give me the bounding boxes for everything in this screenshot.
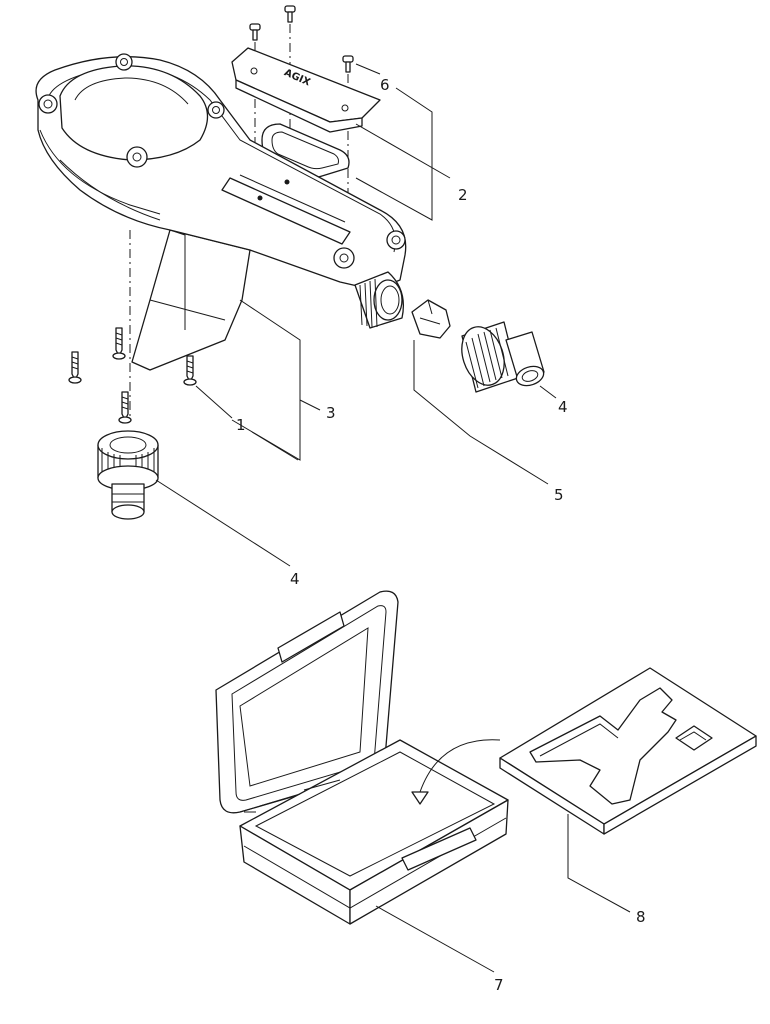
callout-8: 8	[636, 908, 646, 926]
foam-insert	[499, 667, 757, 835]
housing-thread-outlet	[354, 271, 405, 329]
side-screws	[68, 327, 197, 424]
screw-top-middle	[284, 5, 296, 23]
valve-insert	[411, 299, 451, 339]
callout-7: 7	[494, 976, 504, 994]
callout-5: 5	[554, 486, 564, 504]
case-base	[239, 739, 509, 925]
cover-plate: AGIX	[231, 47, 381, 133]
screw-top-right	[342, 55, 354, 73]
insert-arrow	[411, 739, 501, 805]
side-screw-c	[183, 355, 197, 386]
quick-connector-bottom	[97, 430, 159, 520]
callout-4-bottom: 4	[290, 570, 300, 588]
callout-1: 1	[236, 416, 246, 434]
quick-connector-side	[461, 321, 545, 393]
side-screw-d	[118, 391, 132, 424]
callout-labels: 1 2 3 4 4 5 6 7 8	[236, 76, 646, 994]
callout-4-side: 4	[558, 398, 568, 416]
leader-lines	[155, 63, 631, 973]
carry-case	[215, 590, 509, 925]
main-housing	[35, 53, 407, 420]
housing-bosses	[38, 53, 406, 269]
callout-3: 3	[326, 404, 336, 422]
screw-top-left	[249, 23, 261, 41]
side-screw-a	[112, 327, 126, 360]
side-screw-b	[68, 351, 82, 384]
callout-2: 2	[458, 186, 468, 204]
callout-6: 6	[380, 76, 390, 94]
